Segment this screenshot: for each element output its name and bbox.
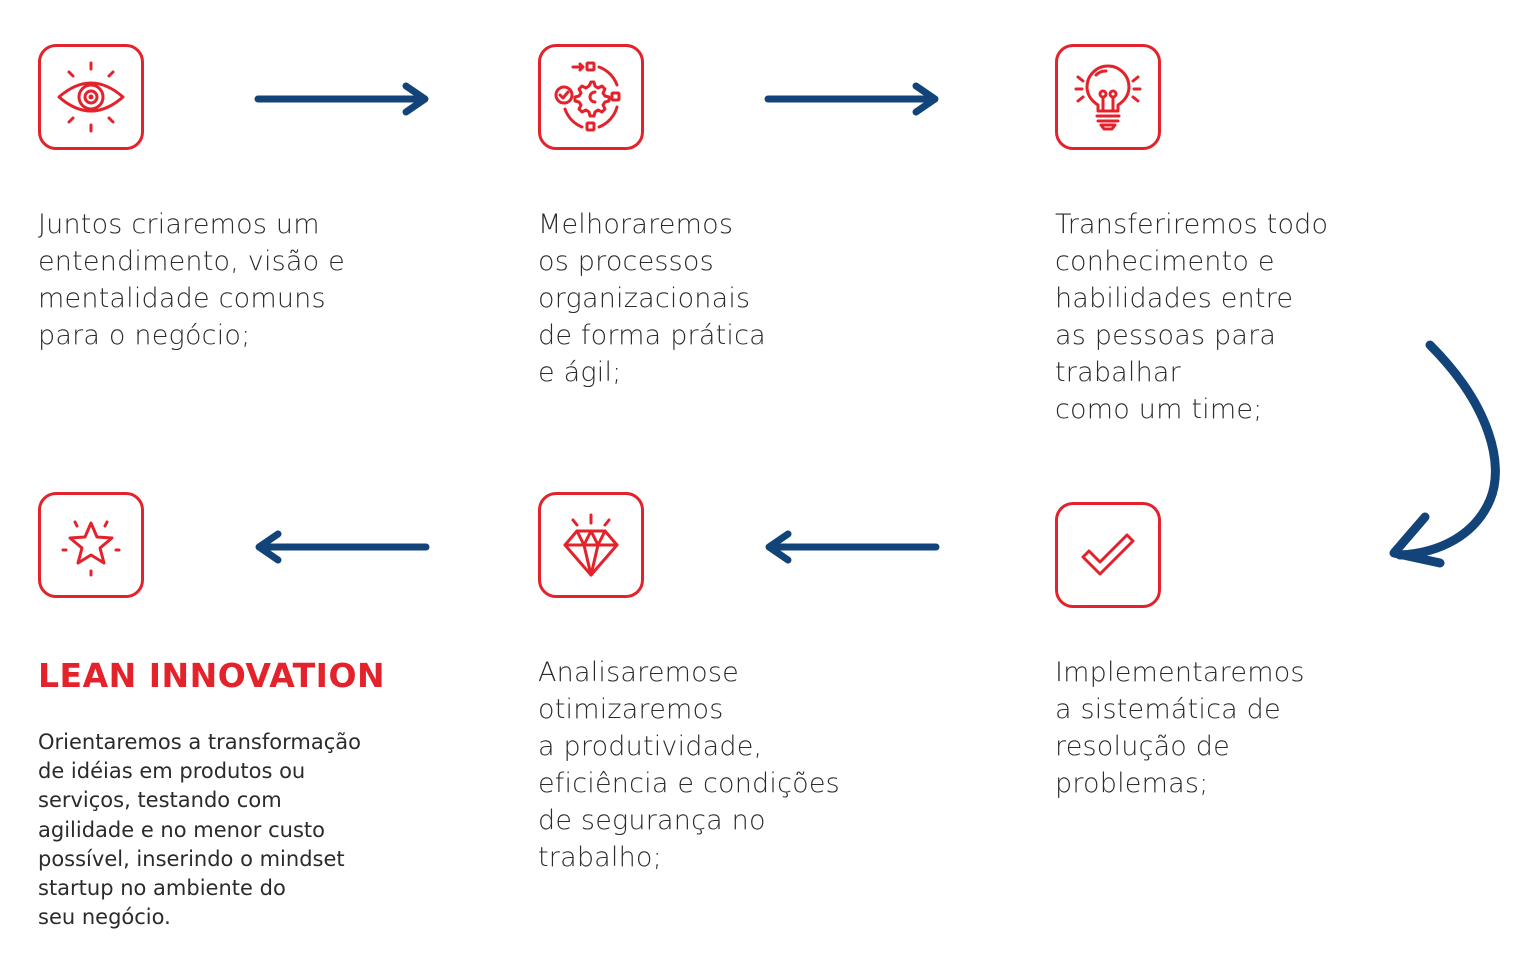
eye-icon — [57, 61, 125, 133]
step-2-text: Melhoraremos os processos organizacionai… — [538, 209, 766, 388]
step-3-text: Transferiremos todo conhecimento e habil… — [1055, 209, 1329, 425]
lean-innovation-title: LEAN INNOVATION — [38, 656, 386, 695]
step-1-text: Juntos criaremos um entendimento, visão … — [38, 209, 345, 351]
curved-arrow-down-icon — [1389, 340, 1500, 568]
arrow-left-icon — [765, 530, 940, 564]
step-1-icon-box — [38, 44, 144, 150]
arrow-right-icon — [764, 82, 939, 116]
checkmark-icon — [1081, 533, 1135, 576]
step-6-icon-box — [38, 492, 144, 598]
step-5-icon-box — [538, 492, 644, 598]
step-2-icon-box — [538, 44, 644, 150]
step-4-icon-box — [1055, 502, 1161, 608]
arrow-right-icon — [254, 82, 429, 116]
step-6-text: Orientaremos a transformação de idéias e… — [38, 730, 361, 930]
diamond-icon — [563, 513, 619, 577]
lightbulb-icon — [1074, 64, 1142, 131]
step-4-text: Implementaremos a sistemática de resoluç… — [1055, 657, 1305, 799]
step-3-icon-box — [1055, 44, 1161, 150]
gear-process-icon — [554, 61, 621, 132]
step-5-text: Analisaremose otimizaremos a produtivida… — [538, 657, 840, 873]
arrow-left-icon — [255, 530, 430, 564]
star-icon — [61, 520, 121, 577]
